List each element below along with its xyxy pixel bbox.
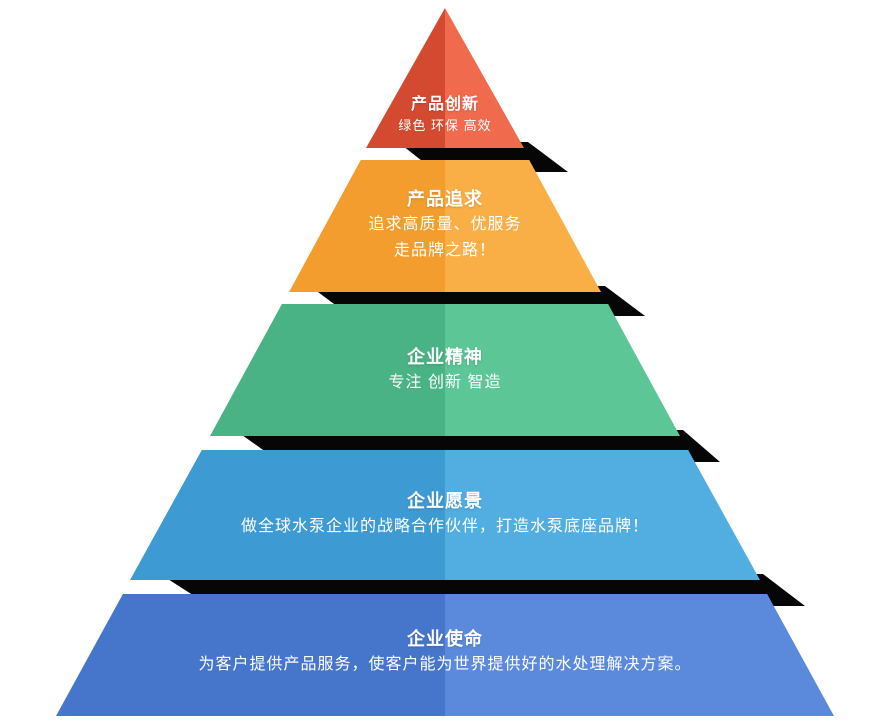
pyramid-level-enterprise-mission: 企业使命 为客户提供产品服务，使客户能为世界提供好的水处理解决方案。 xyxy=(56,594,834,716)
level-title: 企业精神 xyxy=(407,347,483,367)
level-subtitle: 为客户提供产品服务，使客户能为世界提供好的水处理解决方案。 xyxy=(198,656,692,673)
pyramid-level-enterprise-spirit: 企业精神 专注 创新 智造 xyxy=(210,304,680,436)
pyramid-level-product-innovation: 产品创新 绿色 环保 高效 xyxy=(366,8,524,148)
level-subtitle: 走品牌之路！ xyxy=(393,242,496,259)
level-title: 产品创新 xyxy=(410,96,479,113)
pyramid-level-product-pursuit: 产品追求 追求高质量、优服务 走品牌之路！ xyxy=(289,160,601,292)
level-subtitle: 绿色 环保 高效 xyxy=(398,118,492,133)
level-title: 企业使命 xyxy=(407,629,483,649)
level-subtitle: 做全球水泵企业的战略合作伙伴，打造水泵底座品牌！ xyxy=(240,518,649,535)
level-title: 产品追求 xyxy=(407,189,483,209)
level-subtitle: 追求高质量、优服务 xyxy=(368,216,522,233)
level-subtitle: 专注 创新 智造 xyxy=(388,374,502,391)
level-title: 企业愿景 xyxy=(407,491,483,511)
pyramid-level-enterprise-vision: 企业愿景 做全球水泵企业的战略合作伙伴，打造水泵底座品牌！ xyxy=(130,450,760,580)
